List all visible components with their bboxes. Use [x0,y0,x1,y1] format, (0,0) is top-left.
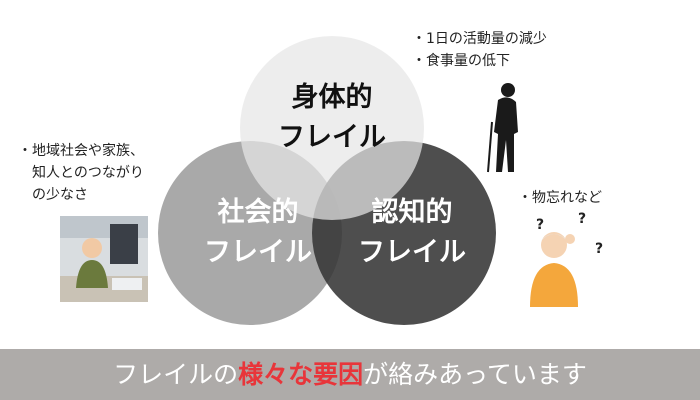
physical-label-line2: フレイル [278,122,386,153]
social-frailty-label: 社会的 フレイル [168,193,348,273]
question-mark: ? [595,241,604,257]
question-mark: ? [578,211,587,227]
physical-notes: ・1日の活動量の減少 ・食事量の低下 [412,28,547,72]
social-label-line2: フレイル [204,237,312,268]
venn-diagram [158,36,496,325]
social-notes: ・地域社会や家族、 知人とのつながり の少なさ [18,140,144,206]
cognitive-frailty-label: 認知的 フレイル [322,193,502,273]
note-item: の少なさ [18,187,88,203]
note-item: 知人とのつながり [18,165,144,181]
lonely-elder-illustration-icon [60,216,148,302]
physical-frailty-circle [240,36,424,220]
physical-label-line1: 身体的 [291,82,373,113]
forgetful-elder-illustration-icon [530,232,578,307]
banner-highlight: 様々な要因 [238,360,364,389]
banner-text-post: が絡みあっています [363,360,587,389]
elderly-walker-silhouette-icon [487,83,518,173]
cognitive-label-line2: フレイル [358,237,466,268]
banner-text-pre: フレイルの [113,360,239,389]
note-item: ・1日の活動量の減少 [412,31,547,47]
cognitive-label-line1: 認知的 [371,197,453,228]
social-label-line1: 社会的 [217,197,299,228]
question-mark: ? [536,217,545,233]
note-item: ・地域社会や家族、 [18,143,144,159]
note-item: ・物忘れなど [518,190,602,206]
physical-frailty-label: 身体的 フレイル [242,78,422,158]
cognitive-notes: ・物忘れなど [518,187,602,209]
note-item: ・食事量の低下 [412,53,510,69]
summary-banner: フレイルの様々な要因が絡みあっています [0,349,700,400]
